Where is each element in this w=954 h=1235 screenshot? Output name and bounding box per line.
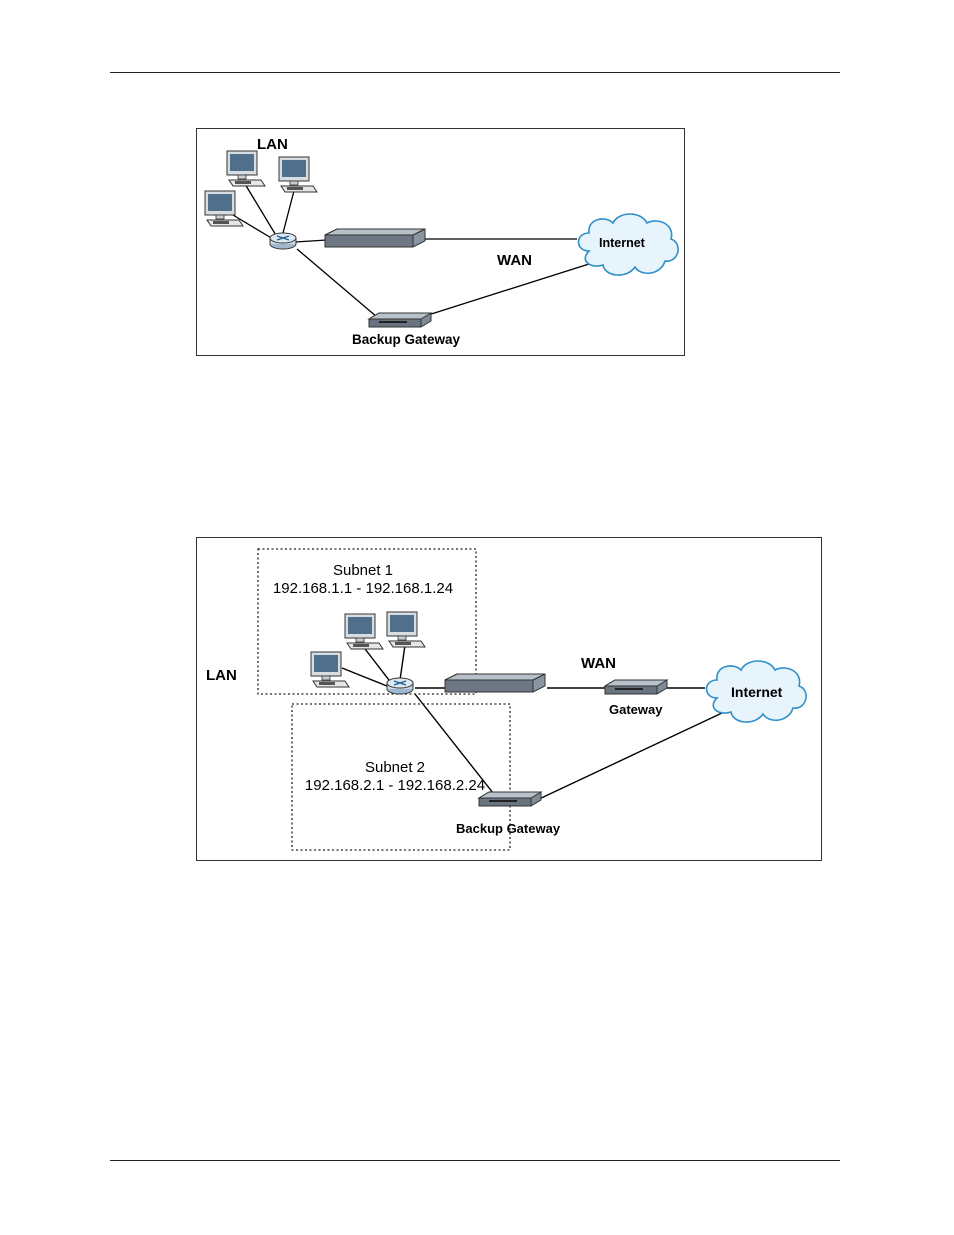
lan-label: LAN	[206, 667, 237, 684]
backup-gateway-label: Backup Gateway	[352, 332, 461, 347]
backup-gateway-label: Backup Gateway	[456, 821, 561, 836]
pc-icon	[387, 612, 425, 647]
wan-label: WAN	[581, 655, 616, 672]
internet-label: Internet	[599, 236, 646, 250]
connection-lines	[233, 184, 589, 317]
gateway-label: Gateway	[609, 702, 663, 717]
internet-label: Internet	[731, 684, 783, 700]
diagram-1-canvas: LAN WAN Internet Backup Gateway	[197, 129, 684, 355]
pc-icon	[279, 157, 317, 192]
security-gateway-icon	[325, 229, 425, 247]
pc-icon	[205, 191, 243, 226]
security-gateway-icon	[445, 674, 545, 692]
backup-gateway-icon	[369, 313, 431, 327]
diagram-2-canvas: Subnet 1 192.168.1.1 - 192.168.1.24 Subn…	[197, 538, 821, 860]
subnet-1-name: Subnet 1	[333, 562, 393, 579]
pc-icon	[311, 652, 349, 687]
figure-backup-gateway-diagram: LAN WAN Internet Backup Gateway	[196, 128, 685, 356]
router-icon	[270, 233, 296, 249]
lan-label: LAN	[257, 136, 288, 153]
pc-icon	[227, 151, 265, 186]
header-rule	[110, 72, 840, 73]
pc-icon	[345, 614, 383, 649]
gateway-icon	[605, 680, 667, 694]
router-icon	[387, 678, 413, 694]
wan-label: WAN	[497, 252, 532, 269]
figure-subnet-backup-gateway-diagram: Subnet 1 192.168.1.1 - 192.168.1.24 Subn…	[196, 537, 822, 861]
subnet-1-range: 192.168.1.1 - 192.168.1.24	[273, 580, 453, 597]
footer-rule	[110, 1160, 840, 1161]
subnet-2-range: 192.168.2.1 - 192.168.2.24	[305, 777, 485, 794]
backup-gateway-icon	[479, 792, 541, 806]
subnet-2-name: Subnet 2	[365, 759, 425, 776]
